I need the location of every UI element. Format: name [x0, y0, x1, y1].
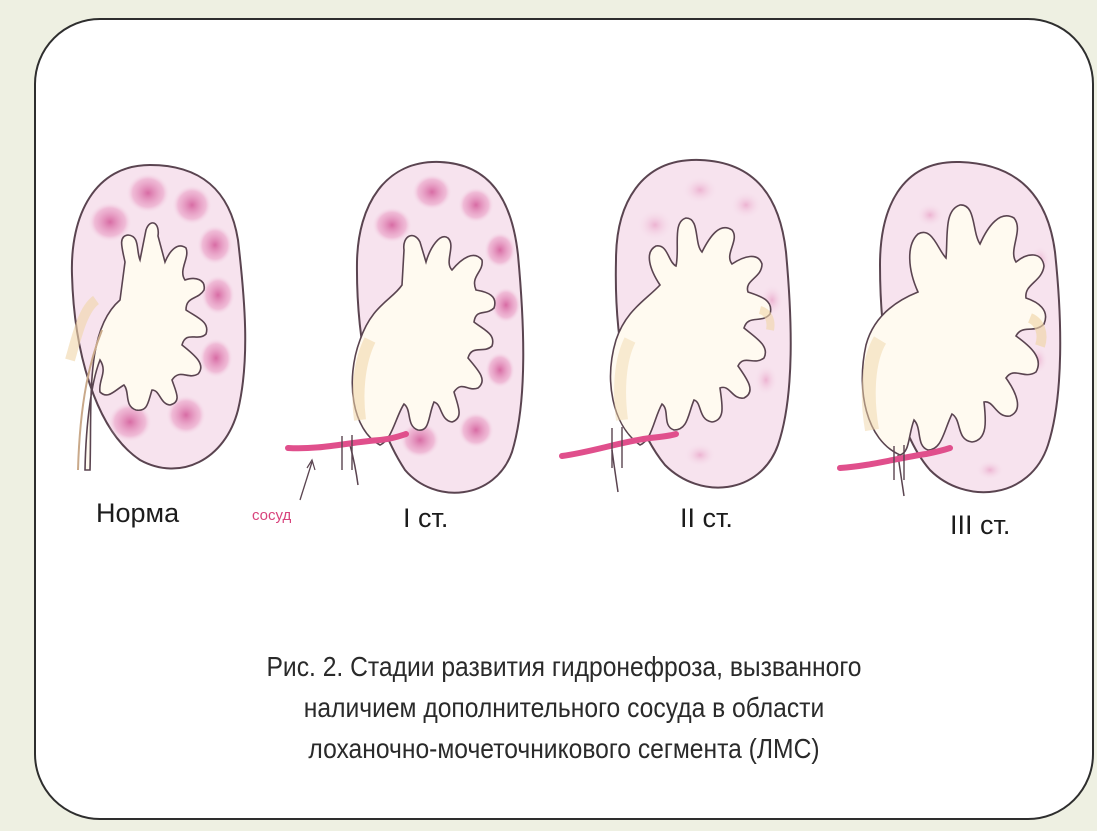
caption-line-1: Рис. 2. Стадии развития гидронефроза, вы… [98, 646, 1031, 687]
kidney-stage-1-ureter [350, 445, 358, 485]
figure-caption: Рис. 2. Стадии развития гидронефроза, вы… [98, 646, 1031, 769]
stage-label-normal: Норма [96, 498, 180, 528]
stage-label-1: I ст. [403, 503, 448, 533]
stage-label-3: III ст. [950, 510, 1010, 540]
kidney-stage-2-ureter [612, 450, 618, 492]
kidney-stage-2 [562, 160, 791, 492]
vessel-label: сосуд [252, 507, 292, 524]
kidney-normal [70, 165, 245, 470]
kidney-stage-1-vessel [288, 434, 406, 448]
caption-line-2: наличием дополнительного сосуда в област… [98, 687, 1031, 728]
kidney-stage-3 [840, 162, 1060, 496]
kidney-stage-1 [288, 162, 523, 500]
stage-label-2: II ст. [680, 503, 733, 533]
caption-line-3: лоханочно-мочеточникового сегмента (ЛМС) [98, 728, 1031, 769]
hydronephrosis-stages-diagram: Норма сосуд I ст. II ст. III ст. [0, 0, 1097, 640]
vessel-pointer [300, 462, 312, 500]
